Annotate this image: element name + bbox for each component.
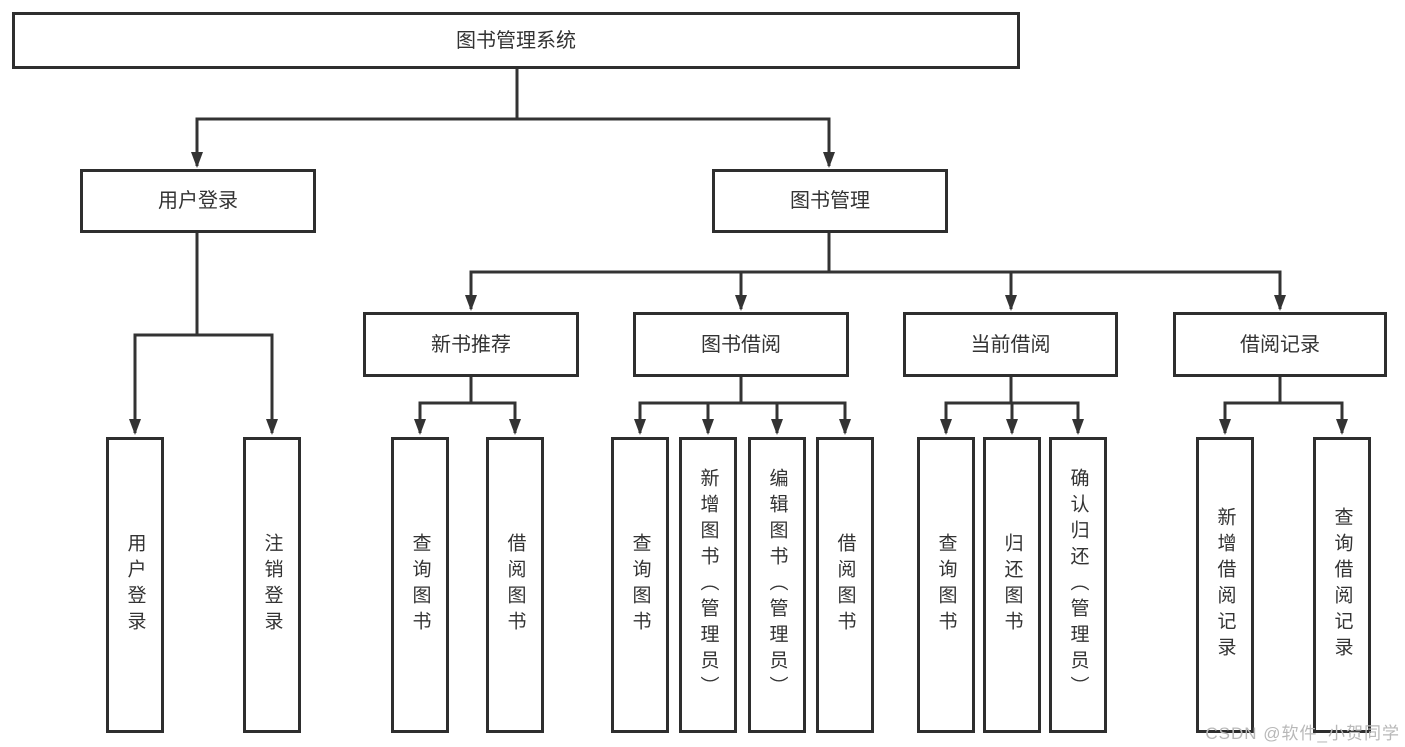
node-label: 查询借阅记录 <box>1331 507 1353 663</box>
node-borrow-records: 借阅记录 <box>1173 312 1387 377</box>
node-label: 借阅记录 <box>1240 333 1320 356</box>
leaf-query-books-borrowing: 查询图书 <box>611 437 669 733</box>
node-label: 注销登录 <box>261 533 283 637</box>
node-label: 借阅图书 <box>504 533 526 637</box>
leaf-logout: 注销登录 <box>243 437 301 733</box>
connector-line <box>940 377 1013 435</box>
leaf-borrow-books-borrowing: 借阅图书 <box>816 437 874 733</box>
node-label: 新增借阅记录 <box>1214 507 1236 663</box>
node-label: 新增图书（管理员） <box>697 468 719 702</box>
node-current-borrowing: 当前借阅 <box>903 312 1118 377</box>
leaf-add-book-admin: 新增图书（管理员） <box>679 437 737 733</box>
leaf-user-login: 用户登录 <box>106 437 164 733</box>
node-label: 当前借阅 <box>970 333 1051 356</box>
connector-line <box>702 377 743 435</box>
leaf-query-borrow-record: 查询借阅记录 <box>1313 437 1371 733</box>
leaf-add-borrow-record: 新增借阅记录 <box>1196 437 1254 733</box>
node-label: 编辑图书（管理员） <box>766 468 788 702</box>
connector-line <box>515 68 835 168</box>
node-label: 查询图书 <box>935 533 957 637</box>
node-label: 图书管理系统 <box>456 29 576 52</box>
connector-line <box>414 377 473 435</box>
node-label: 借阅图书 <box>834 533 856 637</box>
node-user-login-module: 用户登录 <box>80 169 316 233</box>
node-label: 查询图书 <box>409 533 431 637</box>
leaf-return-book: 归还图书 <box>983 437 1041 733</box>
leaf-query-books-recommend: 查询图书 <box>391 437 449 733</box>
node-label: 新书推荐 <box>431 333 511 356</box>
node-label: 归还图书 <box>1001 533 1023 637</box>
connector-line <box>195 233 278 435</box>
node-label: 图书管理 <box>790 190 870 212</box>
leaf-borrow-books-recommend: 借阅图书 <box>486 437 544 733</box>
node-book-borrowing: 图书借阅 <box>633 312 849 377</box>
connector-line <box>1009 377 1084 435</box>
connector-line <box>827 233 1286 311</box>
connector-line <box>739 377 783 435</box>
node-label: 查询图书 <box>629 533 651 637</box>
watermark: CSDN @软件_小贺同学 <box>1205 724 1400 743</box>
connector-line <box>1219 377 1282 435</box>
node-label: 用户登录 <box>124 533 146 637</box>
connector-line <box>735 233 831 311</box>
connector-line <box>634 377 743 435</box>
node-new-book-recommend: 新书推荐 <box>363 312 579 377</box>
leaf-edit-book-admin: 编辑图书（管理员） <box>748 437 806 733</box>
connector-line <box>739 377 851 435</box>
node-label: 确认归还（管理员） <box>1067 468 1089 702</box>
connector-line <box>469 377 521 435</box>
leaf-confirm-return-admin: 确认归还（管理员） <box>1049 437 1107 733</box>
connector-line <box>129 233 199 435</box>
node-book-management-module: 图书管理 <box>712 169 948 233</box>
leaf-query-books-current: 查询图书 <box>917 437 975 733</box>
node-label: 图书借阅 <box>701 333 781 356</box>
node-root-system: 图书管理系统 <box>12 12 1020 69</box>
connector-line <box>191 68 519 168</box>
node-label: 用户登录 <box>158 190 238 212</box>
connector-line <box>1278 377 1348 435</box>
